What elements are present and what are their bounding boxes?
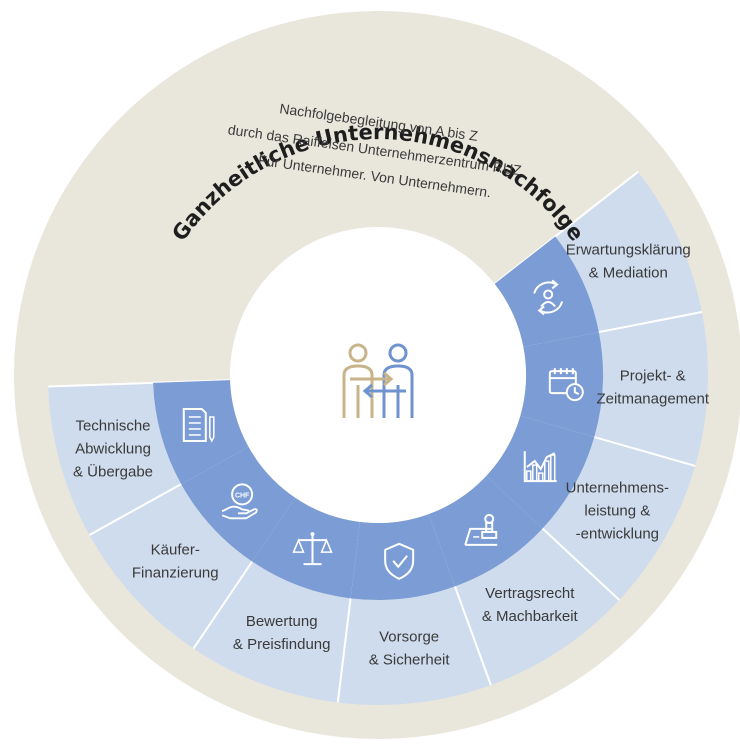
segment-bewertung: [193, 561, 351, 703]
shield-check-icon: [384, 542, 415, 580]
segment-label-technische-line-1: Technische: [75, 417, 150, 434]
inner-segment-vorsorge: [350, 514, 455, 600]
segment-label-vorsorge-line-1: Vorsorge: [379, 629, 439, 646]
segment-vertragsrecht: [454, 528, 620, 686]
segment-label-technische-line-3: & Übergabe: [73, 462, 153, 480]
segment-label-vorsorge-line-2: & Sicherheit: [369, 652, 451, 669]
segment-projekt: [594, 312, 709, 466]
segment-label-erwartung-line-2: & Mediation: [589, 264, 668, 281]
segment-technische: [48, 382, 182, 535]
document-pen-icon: [182, 407, 215, 443]
segment-label-bewertung-line-2: & Preisfindung: [233, 636, 331, 653]
segment-label-unternehmensleistung-line-1: Unternehmens-: [566, 479, 669, 496]
segment-label-vertragsrecht-line-2: & Machbarkeit: [482, 608, 579, 625]
handover-people-icon: [342, 343, 414, 418]
segment-erwartung: [555, 171, 702, 333]
segment-divider: [494, 171, 639, 285]
segment-label-erwartung-line-1: Erwartungsklärung: [566, 241, 691, 258]
person-cycle-icon: [533, 279, 564, 316]
segment-label-kaeufer-line-2: Finanzierung: [132, 564, 219, 581]
scales-icon: [292, 532, 333, 566]
segment-kaeufer: [89, 484, 253, 649]
segment-label-kaeufer-line-1: Käufer-: [151, 541, 200, 558]
center-circle: [230, 227, 526, 523]
segment-label-unternehmensleistung-line-2: leistung &: [584, 502, 650, 519]
inner-segment-technische: [153, 380, 249, 485]
inner-ring-layer: [153, 236, 603, 600]
segment-label-projekt-line-1: Projekt- &: [620, 367, 686, 384]
stamp-icon: [464, 513, 498, 546]
segment-label-projekt-line-2: Zeitmanagement: [596, 390, 709, 407]
inner-segment-unternehmensleistung: [486, 415, 595, 529]
segment-label-bewertung-line-1: Bewertung: [246, 613, 318, 630]
segment-label-vertragsrecht-line-1: Vertragsrecht: [485, 585, 575, 602]
icons-layer: CHF: [182, 279, 584, 580]
hand-coin-icon: CHF: [221, 483, 258, 520]
inner-segment-bewertung: [252, 497, 360, 599]
segment-label-technische-line-2: Abwicklung: [75, 440, 151, 457]
chf-coin-label: CHF: [235, 492, 250, 499]
segment-unternehmensleistung: [542, 437, 696, 601]
segment-vorsorge: [337, 586, 491, 705]
calendar-clock-icon: [548, 368, 584, 402]
segments-layer: [48, 171, 709, 705]
segment-label-unternehmensleistung-line-3: -entwicklung: [576, 525, 659, 542]
bar-chart-icon: [523, 451, 557, 483]
inner-segment-projekt: [520, 332, 603, 438]
